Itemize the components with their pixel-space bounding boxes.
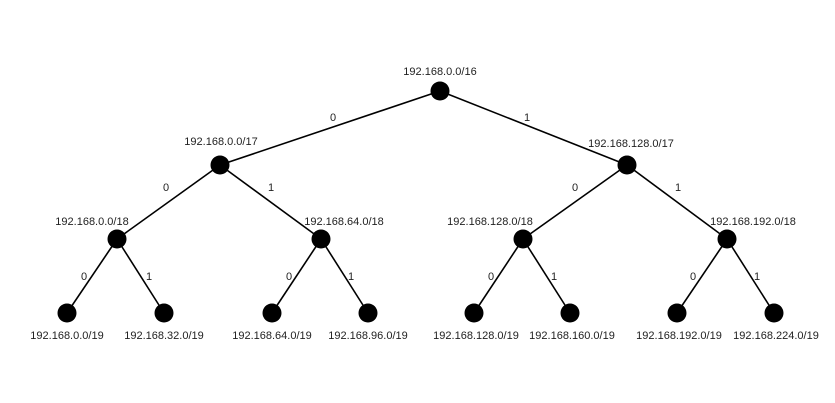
tree-node-n10 xyxy=(358,303,378,323)
node-prefix-label: 192.168.64.0/18 xyxy=(304,216,384,228)
tree-node-n9 xyxy=(262,303,282,323)
edge-n1-n4 xyxy=(219,164,322,240)
edge-bit-label: 0 xyxy=(163,182,169,194)
tree-node-n8 xyxy=(154,303,174,323)
edge-bit-label: 1 xyxy=(268,182,274,194)
node-labels: 192.168.0.0/16 192.168.0.0/17 192.168.128.… xyxy=(30,66,819,342)
tree-node-n0 xyxy=(430,81,450,101)
tree-node-n7 xyxy=(57,303,77,323)
edge-n3-n8 xyxy=(116,238,165,314)
edge-labels: 0 1 0 1 0 1 0 1 0 1 0 1 0 1 xyxy=(81,112,760,283)
tree-node-n11 xyxy=(464,303,484,323)
edge-bit-label: 1 xyxy=(754,271,760,283)
edge-n2-n5 xyxy=(522,164,628,240)
node-prefix-label: 192.168.0.0/18 xyxy=(55,216,128,228)
node-prefix-label: 192.168.192.0/18 xyxy=(710,216,796,228)
edge-bit-label: 1 xyxy=(675,182,681,194)
node-prefix-label: 192.168.128.0/19 xyxy=(433,330,519,342)
tree-node-n2 xyxy=(617,155,637,175)
node-prefix-label: 192.168.224.0/19 xyxy=(733,330,819,342)
edge-bit-label: 1 xyxy=(146,271,152,283)
node-prefix-label: 192.168.32.0/19 xyxy=(124,330,204,342)
edge-n0-n2 xyxy=(439,90,628,166)
node-prefix-label: 192.168.64.0/19 xyxy=(232,330,312,342)
edge-n0-n1 xyxy=(219,90,441,166)
node-prefix-label: 192.168.0.0/17 xyxy=(184,136,257,148)
tree-node-n3 xyxy=(107,229,127,249)
edges xyxy=(66,90,775,314)
edge-n4-n10 xyxy=(320,238,369,314)
edge-bit-label: 1 xyxy=(348,271,354,283)
node-prefix-label: 192.168.160.0/19 xyxy=(529,330,615,342)
tree-node-n14 xyxy=(764,303,784,323)
node-prefix-label: 192.168.0.0/19 xyxy=(30,330,103,342)
tree-node-n13 xyxy=(667,303,687,323)
edge-bit-label: 1 xyxy=(524,112,530,124)
node-prefix-label: 192.168.192.0/19 xyxy=(636,330,722,342)
edge-n1-n3 xyxy=(116,164,221,240)
edge-n6-n14 xyxy=(726,238,775,314)
edge-bit-label: 0 xyxy=(286,271,292,283)
edge-n3-n7 xyxy=(66,238,118,314)
edge-bit-label: 0 xyxy=(330,112,336,124)
node-prefix-label: 192.168.96.0/19 xyxy=(328,330,408,342)
edge-bit-label: 0 xyxy=(572,182,578,194)
edge-n5-n12 xyxy=(522,238,571,314)
tree-node-n4 xyxy=(311,229,331,249)
edge-bit-label: 0 xyxy=(488,271,494,283)
tree-node-n6 xyxy=(717,229,737,249)
node-prefix-label: 192.168.128.0/18 xyxy=(447,216,533,228)
node-prefix-label: 192.168.0.0/16 xyxy=(403,66,476,78)
edge-n6-n13 xyxy=(676,238,728,314)
edge-n2-n6 xyxy=(626,164,728,240)
nodes xyxy=(57,81,784,323)
edge-bit-label: 1 xyxy=(551,271,557,283)
edge-n4-n9 xyxy=(271,238,322,314)
tree-node-n5 xyxy=(513,229,533,249)
edge-bit-label: 0 xyxy=(81,271,87,283)
tree-node-n1 xyxy=(210,155,230,175)
node-prefix-label: 192.168.128.0/17 xyxy=(588,138,674,150)
edge-bit-label: 0 xyxy=(690,271,696,283)
edge-n5-n11 xyxy=(473,238,524,314)
tree-node-n12 xyxy=(560,303,580,323)
